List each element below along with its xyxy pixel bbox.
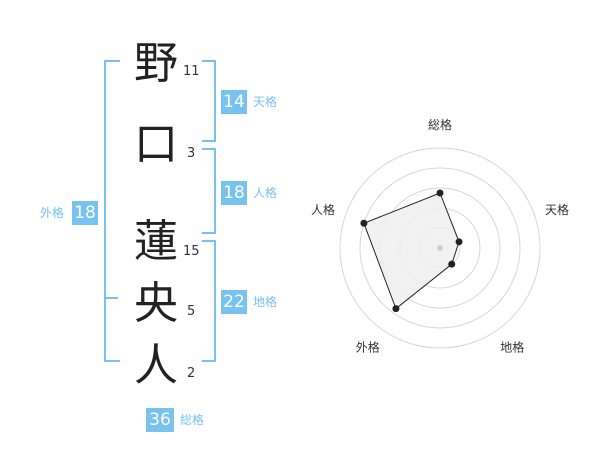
name-char-1: 野 — [134, 38, 178, 89]
stroke-count-4: 5 — [187, 304, 196, 319]
radar-axis-label-1: 総格 — [428, 117, 452, 132]
jinkaku-bracket — [202, 148, 216, 234]
radar-series-area — [363, 192, 460, 310]
name-char-2: 口 — [134, 119, 178, 170]
radar-axis-label-5: 人格 — [311, 202, 335, 217]
radar-center-dot — [437, 245, 443, 251]
tenkaku-value: 14 — [221, 90, 247, 114]
radar-grid-ring-4 — [359, 167, 521, 329]
chikaku-bracket — [202, 240, 216, 362]
name-char-5: 人 — [134, 340, 178, 391]
radar-point-1 — [436, 189, 444, 197]
radar-grid-ring-5 — [339, 147, 541, 349]
jinkaku-value: 18 — [221, 181, 247, 205]
name-char-3: 蓮 — [134, 216, 178, 267]
gaikaku-label: 外格 — [40, 206, 65, 220]
radar-point-4 — [392, 305, 400, 313]
gaikaku-value: 18 — [72, 201, 98, 225]
stroke-count-3: 15 — [183, 244, 200, 259]
radar-point-3 — [448, 260, 456, 268]
tenkaku-label: 天格 — [253, 95, 278, 109]
radar-point-2 — [455, 238, 463, 246]
radar-point-5 — [360, 219, 368, 227]
stroke-count-1: 11 — [183, 64, 200, 79]
stroke-count-5: 2 — [187, 366, 196, 381]
radar-axis-label-3: 地格 — [500, 340, 524, 355]
gaikaku-bracket-tick — [104, 297, 118, 299]
radar-axis-label-2: 天格 — [545, 202, 569, 217]
name-char-4: 央 — [134, 278, 178, 329]
radar-axis-label-4: 外格 — [356, 340, 380, 355]
soukaku-value: 36 — [146, 408, 174, 432]
chikaku-value: 22 — [221, 290, 247, 314]
tenkaku-bracket — [202, 60, 216, 142]
stroke-count-2: 3 — [187, 146, 196, 161]
jinkaku-label: 人格 — [253, 186, 278, 200]
soukaku-label: 総格 — [180, 413, 205, 427]
gaikaku-bracket — [104, 60, 120, 362]
chikaku-label: 地格 — [253, 295, 278, 309]
